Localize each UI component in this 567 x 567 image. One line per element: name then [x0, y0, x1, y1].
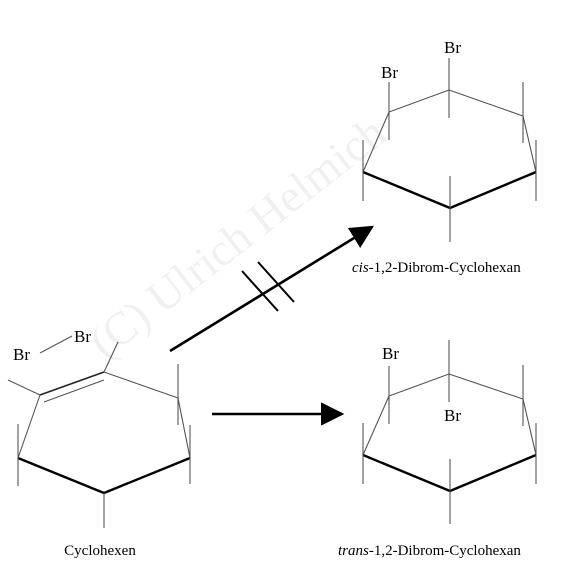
cis-prefix: cis: [352, 260, 369, 276]
watermark-text: (C) Ulrich Helmich: [80, 106, 395, 368]
bromine-molecule: Br Br: [13, 327, 91, 364]
trans-product-name: trans-1,2-Dibrom-Cyclohexan: [338, 543, 521, 559]
cis-cyclohexane-chair: [362, 58, 537, 242]
reactant-name: Cyclohexen: [64, 543, 136, 559]
cyclohexene-molecule: [7, 341, 191, 528]
br-atom-right: Br: [74, 327, 91, 346]
trans-suffix: -1,2-Dibrom-Cyclohexan: [369, 543, 522, 559]
trans-br-up: Br: [382, 344, 399, 363]
cis-product-name: cis-1,2-Dibrom-Cyclohexan: [352, 260, 521, 276]
cis-suffix: -1,2-Dibrom-Cyclohexan: [369, 260, 522, 276]
blocked-mark-1: [241, 270, 279, 312]
cis-br-left: Br: [381, 63, 398, 82]
blocked-mark-2: [257, 261, 295, 303]
cis-br-top: Br: [444, 38, 461, 57]
trans-cyclohexane-chair: [362, 340, 537, 524]
trans-prefix: trans: [338, 543, 369, 559]
trans-br-down: Br: [444, 406, 461, 425]
arrow-to-cis-crossed: [169, 225, 374, 353]
br-atom-left: Br: [13, 345, 30, 364]
